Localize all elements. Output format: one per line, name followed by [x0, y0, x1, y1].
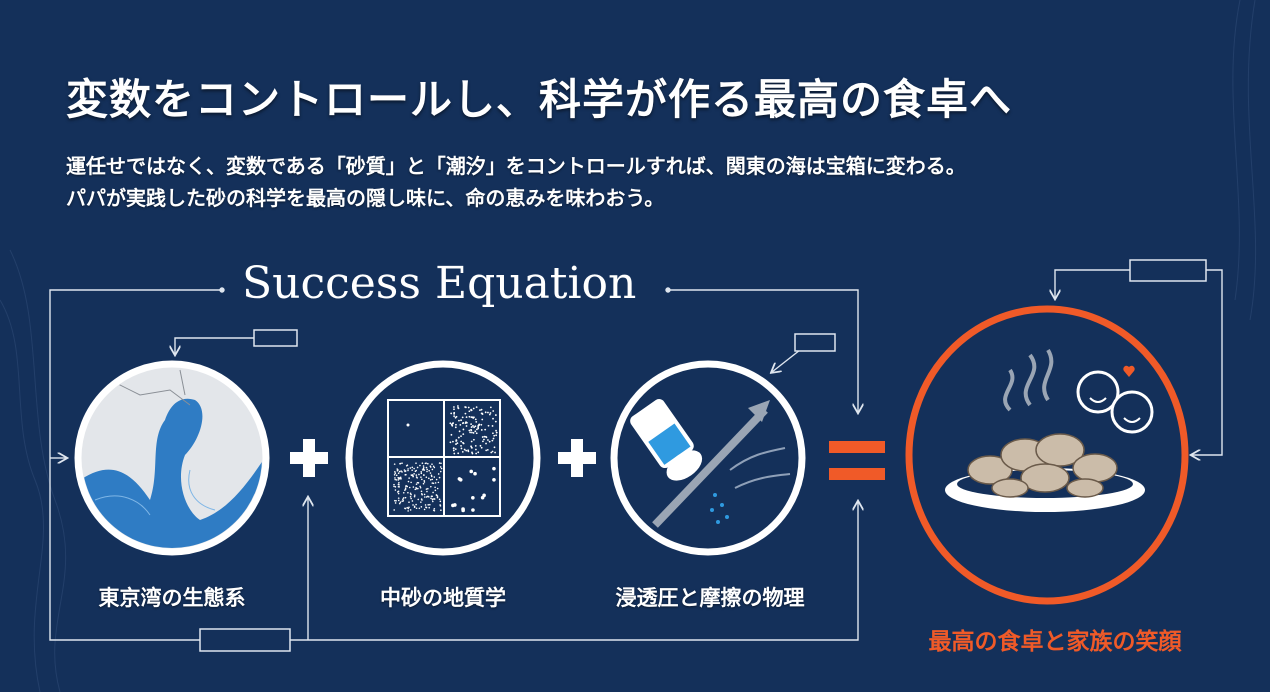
subtitle-line-2: パパが実践した砂の科学を最高の隠し味に、命の恵みを味わおう。	[66, 186, 665, 210]
connector-lines	[49, 269, 1223, 641]
term-label-ecosystem: 東京湾の生態系	[98, 586, 246, 610]
equation-title: Success Equation	[242, 258, 637, 309]
term-label-geology: 中砂の地質学	[380, 586, 506, 610]
subtitle-line-1: 運任せではなく、変数である「砂質」と「潮汐」をコントロールすれば、関東の海は宝箱…	[66, 154, 966, 178]
empty-label-boxes	[199, 259, 1207, 652]
term-label-physics: 浸透圧と摩擦の物理	[615, 586, 805, 610]
tokyo-bay-map-icon	[74, 360, 270, 556]
sand-grain-grid-icon	[345, 360, 541, 556]
salt-shaker-icon	[610, 360, 806, 556]
equals-sign	[829, 441, 885, 480]
plus-sign-1	[290, 439, 328, 477]
page-title: 変数をコントロールし、科学が作る最高の食卓へ	[66, 75, 1013, 124]
clam-dish-family-icon	[905, 305, 1189, 605]
plus-sign-2	[558, 439, 596, 477]
result-label: 最高の食卓と家族の笑顔	[928, 629, 1182, 655]
